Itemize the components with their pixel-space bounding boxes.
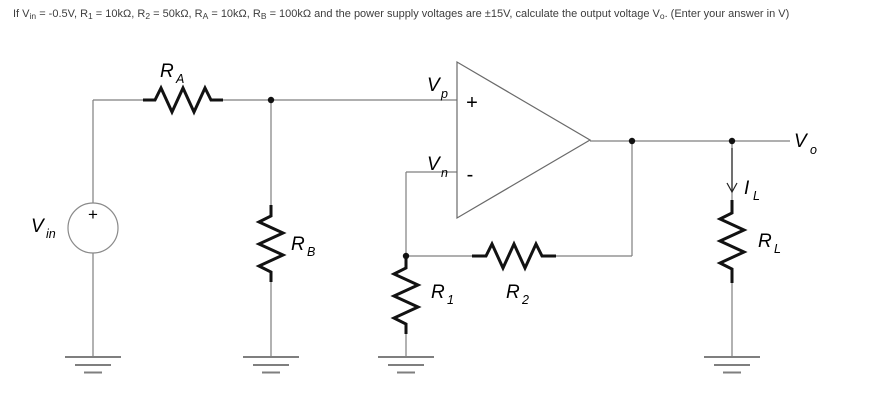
question-segment: = -0.5V, R — [36, 8, 89, 20]
label-vo: V o — [794, 131, 817, 157]
junction-dot — [728, 137, 736, 145]
svg-text:V: V — [794, 131, 809, 152]
junction-dot — [402, 252, 410, 260]
ground-symbol — [704, 356, 760, 374]
svg-text:B: B — [307, 245, 315, 259]
resistor-rl-symbol — [716, 200, 748, 283]
ground-symbol — [243, 356, 299, 374]
question-subscript: 1 — [88, 11, 93, 21]
question-subscript: 2 — [145, 11, 151, 21]
question-subscript: A — [202, 11, 209, 21]
opamp-triangle — [456, 60, 592, 220]
question-segment: = 50kΩ, R — [150, 8, 203, 20]
label-vin: V in — [31, 216, 56, 241]
svg-text:R: R — [291, 234, 305, 255]
resistor-rb-symbol — [255, 205, 287, 282]
svg-text:V: V — [427, 75, 442, 96]
label-vn: V n — [427, 154, 448, 180]
svg-text:o: o — [810, 143, 817, 157]
question-segment: = 100kΩ and the power supply voltages ar… — [266, 8, 660, 20]
resistor-r1-symbol — [390, 258, 422, 334]
junction-dot — [628, 137, 636, 145]
resistor-ra-symbol — [143, 84, 223, 116]
label-rl: R L — [758, 231, 781, 256]
opamp-minus-input-sign: - — [467, 164, 474, 186]
svg-text:L: L — [774, 242, 781, 256]
svg-text:R: R — [431, 282, 445, 303]
svg-text:n: n — [441, 166, 448, 180]
question-subscript: o — [659, 11, 665, 21]
question-subscript: B — [260, 11, 267, 21]
label-r2: R 2 — [506, 282, 529, 307]
svg-text:V: V — [31, 216, 46, 237]
svg-text:p: p — [440, 87, 448, 101]
question-subscript: in — [29, 11, 37, 21]
junction-dot — [267, 96, 275, 104]
svg-text:R: R — [758, 231, 772, 252]
svg-text:in: in — [46, 227, 56, 241]
resistor-r2-symbol — [472, 240, 556, 272]
svg-text:V: V — [427, 154, 442, 175]
vin-source-polarity-sign: + — [88, 205, 98, 224]
opamp-plus-input-sign: + — [466, 92, 478, 114]
label-vp: V p — [427, 75, 448, 101]
svg-text:A: A — [175, 72, 184, 86]
ground-symbol — [378, 356, 434, 374]
svg-text:I: I — [744, 178, 750, 199]
circuit-wires — [92, 99, 790, 357]
question-text: If Vin = -0.5V, R1 = 10kΩ, R2 = 50kΩ, RA… — [13, 7, 873, 21]
load-current-arrow — [726, 148, 738, 194]
svg-text:R: R — [160, 61, 174, 82]
label-ra: R A — [160, 61, 184, 86]
question-segment: . (Enter your answer in V) — [664, 8, 790, 20]
svg-text:R: R — [506, 282, 520, 303]
vin-source-circle — [67, 202, 119, 254]
svg-text:1: 1 — [447, 293, 454, 307]
ground-symbol — [65, 356, 121, 374]
question-segment: = 10kΩ, R — [92, 8, 146, 20]
svg-text:L: L — [753, 189, 760, 203]
label-il: I L — [744, 178, 760, 203]
svg-text:2: 2 — [521, 293, 529, 307]
question-segment: If V — [13, 8, 30, 20]
question-segment: = 10kΩ, R — [208, 8, 261, 20]
label-r1: R 1 — [431, 282, 454, 307]
label-rb: R B — [291, 234, 315, 259]
